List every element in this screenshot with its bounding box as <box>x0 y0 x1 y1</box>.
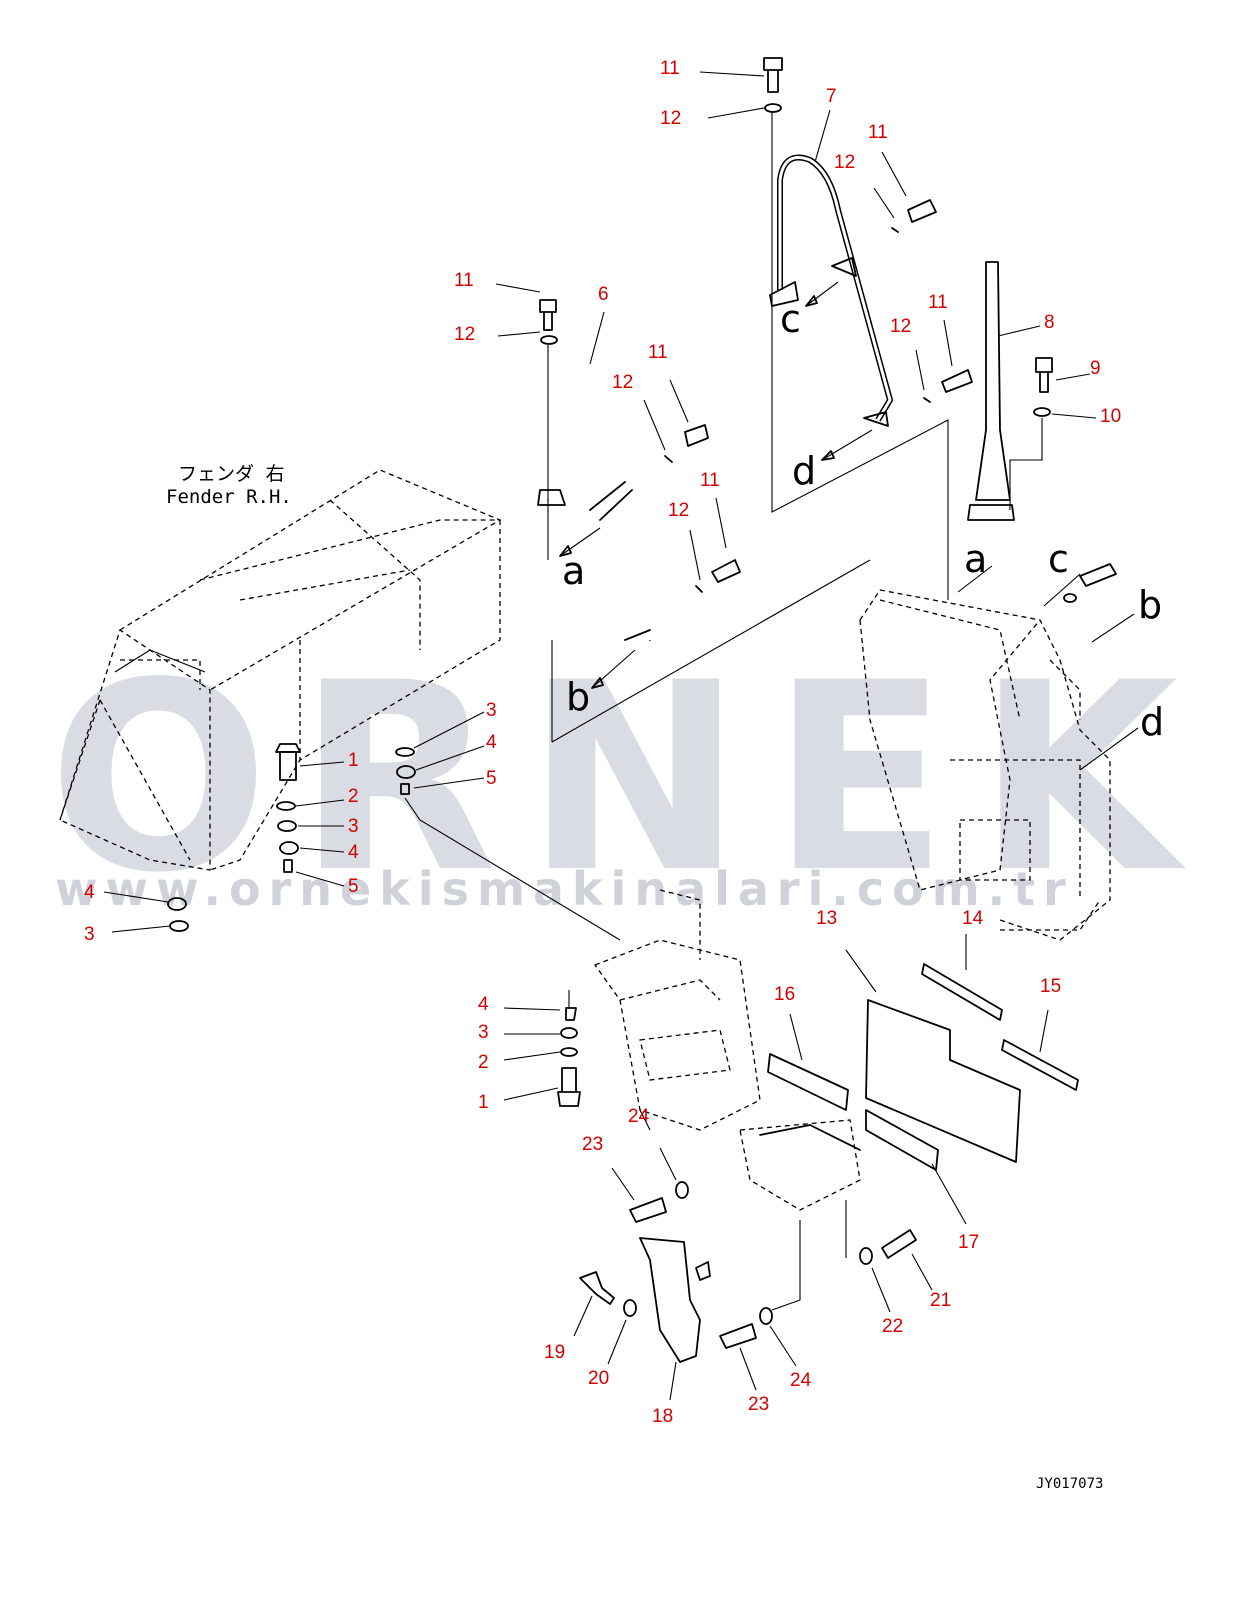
part-number-11: 11 <box>700 470 720 491</box>
fender-hardware <box>167 743 621 941</box>
part-number-16: 16 <box>774 984 795 1005</box>
ref-letter-b-right: b <box>1138 583 1162 627</box>
ref-letter-d-right: d <box>1140 700 1164 744</box>
part-number-12: 12 <box>890 316 911 337</box>
part-number-9: 9 <box>1090 358 1101 379</box>
part-number-3: 3 <box>84 924 95 945</box>
part-number-17: 17 <box>958 1232 979 1253</box>
part-number-24: 24 <box>790 1370 812 1391</box>
part-number-2: 2 <box>348 786 359 807</box>
part-number-1: 1 <box>348 750 359 771</box>
part-number-23: 23 <box>748 1394 769 1415</box>
part-number-22: 22 <box>882 1316 903 1337</box>
leader-lines <box>103 71 1097 1401</box>
part-number-11: 11 <box>660 58 680 79</box>
handrail-7-drawing <box>763 57 973 600</box>
part-number-12: 12 <box>612 372 633 393</box>
part-number-15: 15 <box>1040 976 1061 997</box>
part-number-23: 23 <box>582 1134 603 1155</box>
guard-18-drawing <box>579 1181 917 1363</box>
lower-bracket-drawing <box>557 889 861 1211</box>
watermark: ORNEK www.ornekismakinalari.com.tr <box>48 628 1206 930</box>
part-number-3: 3 <box>348 816 359 837</box>
part-number-4: 4 <box>348 842 359 863</box>
part-number-12: 12 <box>834 152 855 173</box>
part-number-4: 4 <box>478 994 489 1015</box>
drawing-code: JY017073 <box>1036 1476 1103 1492</box>
part-number-labels: 11 12 7 11 12 11 6 12 11 12 11 12 11 12 … <box>84 58 1121 1427</box>
fender-caption-en: Fender R.H. <box>166 486 292 508</box>
part-number-4: 4 <box>84 882 95 903</box>
right-frame-drawing <box>859 563 1117 941</box>
part-number-5: 5 <box>348 876 359 897</box>
reference-arrows: a b c d a c b d <box>559 281 1164 771</box>
ref-letter-a-right: a <box>964 537 987 581</box>
fender-rh-drawing: フェンダ 右 Fender R.H. <box>59 463 502 871</box>
part-number-11: 11 <box>648 342 668 363</box>
part-number-12: 12 <box>454 324 475 345</box>
part-number-11: 11 <box>928 292 948 313</box>
ref-letter-c-right: c <box>1048 537 1069 581</box>
part-number-11: 11 <box>868 122 888 143</box>
ref-letter-c-top: c <box>780 297 801 341</box>
part-number-19: 19 <box>544 1342 565 1363</box>
part-number-3: 3 <box>478 1022 489 1043</box>
part-number-10: 10 <box>1100 406 1121 427</box>
part-number-2: 2 <box>478 1052 489 1073</box>
part-number-4: 4 <box>486 732 497 753</box>
part-number-14: 14 <box>962 908 984 929</box>
part-number-6: 6 <box>598 284 609 305</box>
plates-drawing <box>767 963 1079 1171</box>
part-number-12: 12 <box>660 108 681 129</box>
part-number-13: 13 <box>816 908 837 929</box>
ref-letter-a-left: a <box>562 549 585 593</box>
part-number-24: 24 <box>628 1106 650 1127</box>
handrail-6-drawing <box>537 299 871 743</box>
watermark-url: www.ornekismakinalari.com.tr <box>55 862 1074 916</box>
fender-caption-jp: フェンダ 右 <box>178 463 284 485</box>
part-number-21: 21 <box>930 1290 951 1311</box>
part-number-8: 8 <box>1044 312 1055 333</box>
part-number-18: 18 <box>652 1406 673 1427</box>
part-number-11: 11 <box>454 270 474 291</box>
ref-letter-d-top: d <box>792 449 816 493</box>
watermark-brand: ORNEK <box>48 628 1206 930</box>
ref-letter-b-left: b <box>566 675 590 719</box>
part-number-12: 12 <box>668 500 689 521</box>
part-number-20: 20 <box>588 1368 609 1389</box>
mast-8-drawing <box>967 261 1053 521</box>
part-number-5: 5 <box>486 768 497 789</box>
part-number-1: 1 <box>478 1092 489 1113</box>
part-number-3: 3 <box>486 700 497 721</box>
part-number-7: 7 <box>826 86 837 107</box>
